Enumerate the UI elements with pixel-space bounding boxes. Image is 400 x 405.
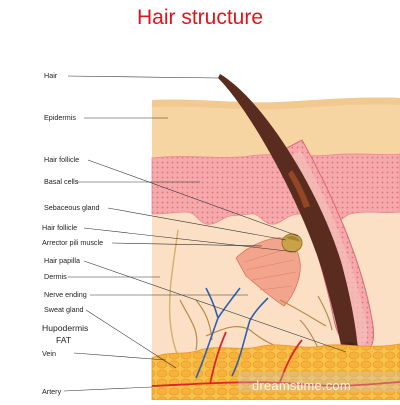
label-hair-papilla: Hair papilla <box>44 256 80 265</box>
label-dermis: Dermis <box>44 272 67 281</box>
sweat-gland <box>168 229 183 363</box>
artery <box>151 331 400 387</box>
label-hair-follicle-2: Hair follicle <box>42 223 78 232</box>
label-hypodermis: Hupodermis <box>42 323 89 333</box>
label-sweat-gland: Sweat gland <box>44 305 84 314</box>
vein <box>195 287 269 379</box>
label-sebaceous-gland: Sebaceous gland <box>44 203 100 212</box>
label-hair: Hair <box>44 71 58 80</box>
label-epidermis: Epidermis <box>44 113 76 122</box>
nerve-ending <box>179 295 333 357</box>
label-hair-follicle-1: Hair follicle <box>44 155 80 164</box>
watermark: dreamstime.com <box>252 378 351 393</box>
label-artery: Artery <box>42 387 62 396</box>
hair-shaft <box>218 74 358 359</box>
arrector-pili-muscle <box>235 237 301 307</box>
label-nerve-ending: Nerve ending <box>44 290 87 299</box>
leader-lines <box>63 75 347 392</box>
epidermis-layer <box>152 97 400 160</box>
diagram-title: Hair structure <box>136 6 264 29</box>
label-arrector-pili-muscle: Arrector pili muscle <box>42 238 104 247</box>
label-vein: Vein <box>42 349 56 358</box>
label-fat: FAT <box>56 335 72 345</box>
label-basal-cells: Basal cells <box>44 177 79 186</box>
